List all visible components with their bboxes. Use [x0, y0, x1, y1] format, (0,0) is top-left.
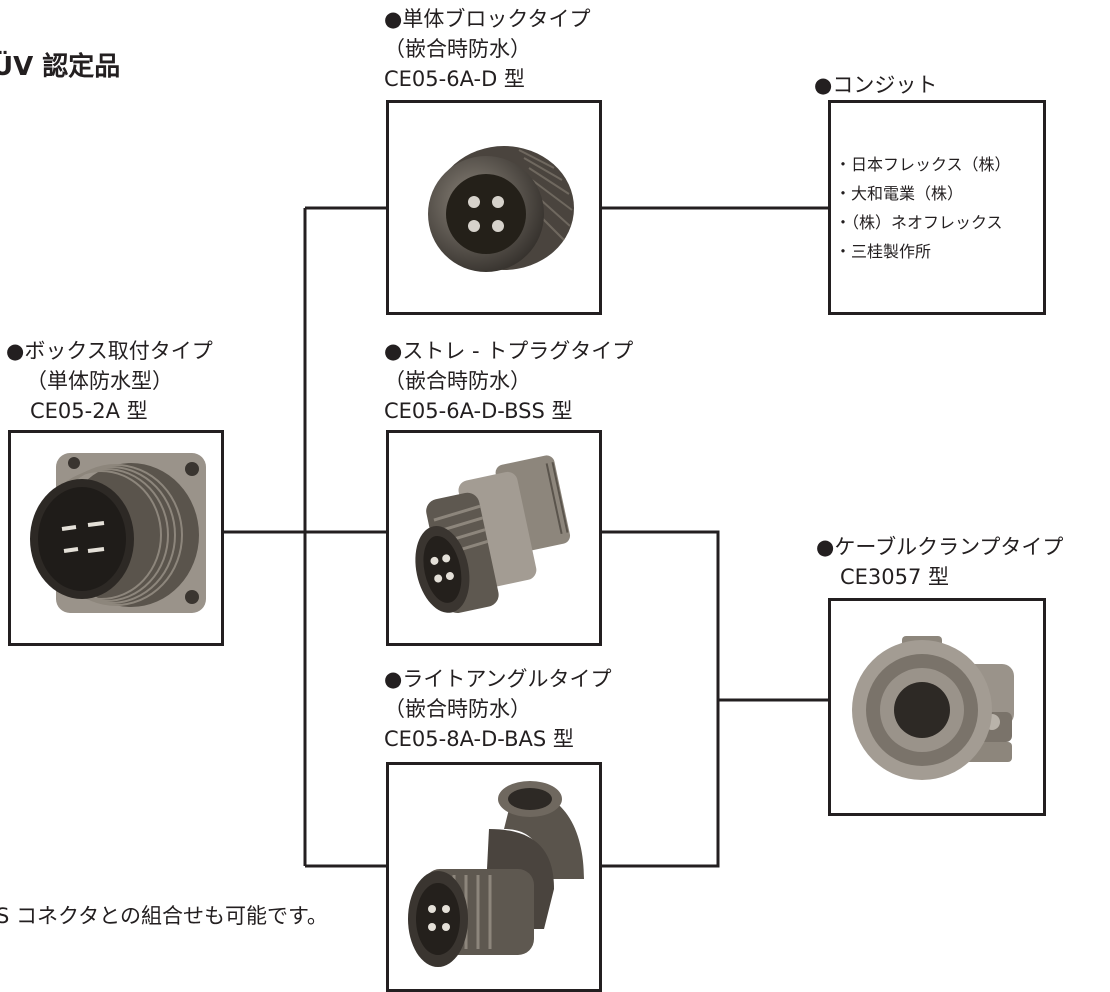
straight-plug-subtitle: （嵌合時防水） [384, 369, 531, 393]
conduit-box: ・日本フレックス（株） ・大和電業（株） ・（株）ネオフレックス ・三桂製作所 [828, 100, 1046, 315]
conduit-list: ・日本フレックス（株） ・大和電業（株） ・（株）ネオフレックス ・三桂製作所 [831, 150, 1043, 266]
round-connector-icon [428, 145, 574, 272]
cable-clamp-title: ●ケーブルクランプタイプ [816, 535, 1064, 559]
single-block-title: ●単体ブロックタイプ [384, 7, 591, 31]
cable-clamp-box [828, 598, 1046, 816]
line-plugs-to-clamp-bracket [600, 530, 720, 868]
right-angle-subtitle: （嵌合時防水） [384, 697, 531, 721]
footnote: S コネクタとの組合せも可能です。 [0, 904, 328, 928]
conduit-label: ●コンジット [814, 70, 937, 100]
box-mount-model: CE05-2A 型 [30, 399, 148, 423]
single-block-model: CE05-6A-D 型 [384, 67, 525, 91]
straight-plug-title: ●ストレ - トプラグタイプ [384, 339, 634, 363]
box-mount-title: ●ボックス取付タイプ [6, 339, 213, 363]
right-angle-title: ●ライトアングルタイプ [384, 667, 612, 691]
flange-mount-connector-icon [30, 453, 206, 613]
box-mount-box [8, 430, 224, 646]
box-mount-label: ●ボックス取付タイプ （単体防水型） CE05-2A 型 [6, 336, 213, 426]
single-block-box [386, 100, 602, 315]
conduit-item: ・（株）ネオフレックス [835, 212, 1003, 232]
right-angle-model: CE05-8A-D-BAS 型 [384, 727, 574, 751]
right-angle-label: ●ライトアングルタイプ （嵌合時防水） CE05-8A-D-BAS 型 [384, 664, 611, 754]
conduit-item: ・三桂製作所 [835, 241, 932, 261]
right-angle-plug-icon [408, 781, 584, 967]
conduit-item: ・日本フレックス（株） [835, 154, 1011, 174]
straight-plug-box [386, 430, 602, 646]
straight-plug-icon [415, 455, 571, 614]
conduit-title: ●コンジット [814, 73, 938, 97]
cable-clamp-icon [852, 636, 1014, 780]
conduit-item: ・大和電業（株） [835, 183, 964, 203]
single-block-subtitle: （嵌合時防水） [384, 37, 531, 61]
box-mount-subtitle: （単体防水型） [26, 369, 173, 393]
cable-clamp-label: ●ケーブルクランプタイプ CE3057 型 [816, 532, 1063, 592]
cable-clamp-model: CE3057 型 [840, 565, 950, 589]
straight-plug-model: CE05-6A-D-BSS 型 [384, 399, 573, 423]
right-angle-box [386, 762, 602, 992]
single-block-label: ●単体ブロックタイプ （嵌合時防水） CE05-6A-D 型 [384, 4, 590, 94]
page-heading: ÜV 認定品 [0, 52, 121, 82]
straight-plug-label: ●ストレ - トプラグタイプ （嵌合時防水） CE05-6A-D-BSS 型 [384, 336, 633, 426]
